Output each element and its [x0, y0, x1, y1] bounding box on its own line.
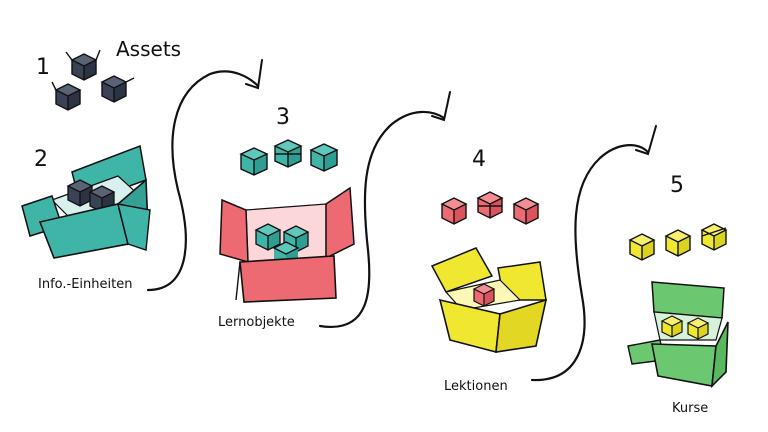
yellow-container-box [430, 247, 548, 354]
arrow-2-to-3 [146, 70, 260, 292]
step-3-label: Lernobjekte [218, 315, 295, 330]
step-2-label: Info.-Einheiten [38, 277, 132, 292]
teal-cube-2 [273, 139, 303, 168]
step-5-number: 5 [670, 173, 684, 198]
step-1-label: Assets [116, 37, 181, 61]
teal-cube-3 [309, 143, 339, 172]
arrow-head-4-to-5 [635, 125, 657, 156]
teal-cube-1 [239, 147, 269, 176]
arrow-4-to-5 [530, 144, 650, 382]
red-container-box [219, 186, 355, 303]
asset-box-1 [65, 49, 101, 81]
yellow-cube-2 [664, 229, 692, 257]
step-3-number: 3 [276, 105, 290, 130]
step-1-number: 1 [36, 55, 50, 80]
yellow-cube-1 [628, 233, 656, 261]
asset-box-2 [51, 81, 82, 111]
arrow-head-3-to-4 [431, 91, 451, 122]
arrow-head-2-to-3 [245, 59, 263, 90]
step-1-group: 1 Assets [36, 37, 181, 111]
red-cube-3 [512, 197, 540, 225]
step-2-group: 2 [21, 144, 151, 292]
step-3-group: 3 [218, 105, 355, 330]
step-5-label: Kurse [672, 401, 708, 416]
step-4-group: 4 [430, 147, 548, 394]
green-container-box [627, 281, 729, 389]
yellow-cube-3 [700, 223, 728, 251]
step-4-number: 4 [472, 147, 486, 172]
teal-container-box [21, 144, 151, 259]
step-2-number: 2 [34, 147, 48, 172]
red-cube-1 [440, 197, 468, 225]
step-5-group: 5 [627, 173, 729, 416]
arrow-3-to-4 [318, 110, 446, 329]
step-4-label: Lektionen [444, 379, 508, 394]
red-cube-2 [476, 191, 504, 219]
asset-box-3 [100, 75, 135, 103]
